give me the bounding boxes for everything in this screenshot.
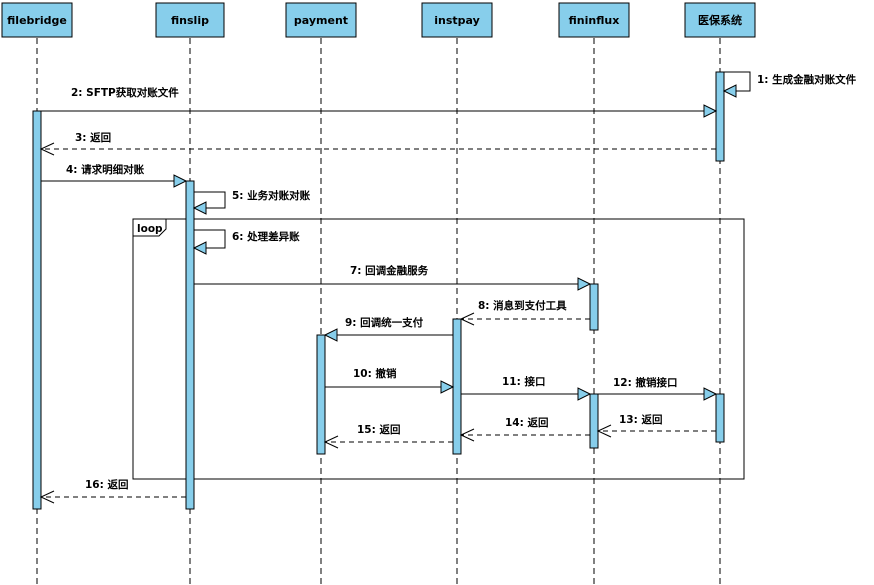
activation-payment: [316, 334, 326, 455]
message-label: 12: 撤销接口: [613, 376, 677, 389]
activation-instpay: [452, 318, 462, 455]
activation-fininflux-1: [589, 283, 599, 331]
message-label: 8: 消息到支付工具: [478, 299, 567, 312]
message-label: 11: 接口: [502, 375, 545, 388]
message-label: 5: 业务对账对账: [232, 189, 311, 202]
messages: 1: 生成金融对账文件 2: SFTP获取对账文件 3: 返回 4: 请求明细对…: [39, 71, 857, 504]
message-label: 13: 返回: [619, 413, 662, 426]
participant-label: 医保系统: [698, 13, 742, 27]
participant-label: fininflux: [569, 14, 620, 27]
message-5[interactable]: 5: 业务对账对账: [192, 189, 311, 215]
message-label: 2: SFTP获取对账文件: [71, 86, 179, 99]
message-10[interactable]: 10: 撤销: [325, 367, 455, 394]
participant-label: finslip: [171, 14, 209, 27]
message-label: 1: 生成金融对账文件: [757, 73, 857, 86]
message-6[interactable]: 6: 处理差异账: [192, 229, 300, 255]
participant-label: instpay: [434, 14, 480, 27]
participant-finslip[interactable]: finslip: [155, 2, 225, 38]
message-14[interactable]: 14: 返回: [459, 416, 590, 442]
message-12[interactable]: 12: 撤销接口: [598, 376, 718, 401]
message-13[interactable]: 13: 返回: [596, 413, 716, 438]
message-1[interactable]: 1: 生成金融对账文件: [722, 71, 857, 98]
activation-medical-2: [715, 393, 725, 443]
message-label: 3: 返回: [75, 131, 111, 144]
message-label: 6: 处理差异账: [232, 230, 300, 243]
message-15[interactable]: 15: 返回: [323, 423, 453, 449]
participant-filebridge[interactable]: filebridge: [1, 2, 73, 38]
activation-medical-1: [715, 71, 725, 162]
message-label: 9: 回调统一支付: [345, 316, 424, 329]
loop-frame: loop: [132, 218, 745, 480]
participant-label: filebridge: [7, 14, 67, 27]
participant-instpay[interactable]: instpay: [421, 2, 493, 38]
message-9[interactable]: 9: 回调统一支付: [323, 316, 453, 342]
activation-finslip: [185, 180, 195, 510]
lifelines: [36, 38, 721, 585]
participant-label: payment: [294, 14, 348, 27]
message-label: 14: 返回: [505, 416, 548, 429]
activation-fininflux-2: [589, 393, 599, 449]
message-label: 10: 撤销: [353, 367, 397, 380]
loop-tag: [132, 218, 167, 237]
participant-headers: filebridge finslip payment instpay finin…: [1, 2, 756, 38]
message-2[interactable]: 2: SFTP获取对账文件: [41, 86, 718, 118]
message-label: 4: 请求明细对账: [66, 163, 145, 176]
participant-fininflux[interactable]: fininflux: [558, 2, 630, 38]
activation-filebridge: [32, 110, 42, 510]
activations: [32, 71, 725, 510]
message-label: 15: 返回: [357, 423, 400, 436]
message-label: 16: 返回: [85, 478, 128, 491]
participant-medical[interactable]: 医保系统: [684, 2, 756, 38]
loop-label: loop: [137, 223, 163, 235]
message-8[interactable]: 8: 消息到支付工具: [459, 299, 590, 326]
participant-payment[interactable]: payment: [285, 2, 357, 38]
message-7[interactable]: 7: 回调金融服务: [194, 264, 592, 291]
message-4[interactable]: 4: 请求明细对账: [41, 163, 188, 188]
message-3[interactable]: 3: 返回: [39, 131, 716, 156]
message-label: 7: 回调金融服务: [350, 264, 429, 277]
message-16[interactable]: 16: 返回: [39, 478, 186, 504]
message-11[interactable]: 11: 接口: [461, 375, 592, 401]
